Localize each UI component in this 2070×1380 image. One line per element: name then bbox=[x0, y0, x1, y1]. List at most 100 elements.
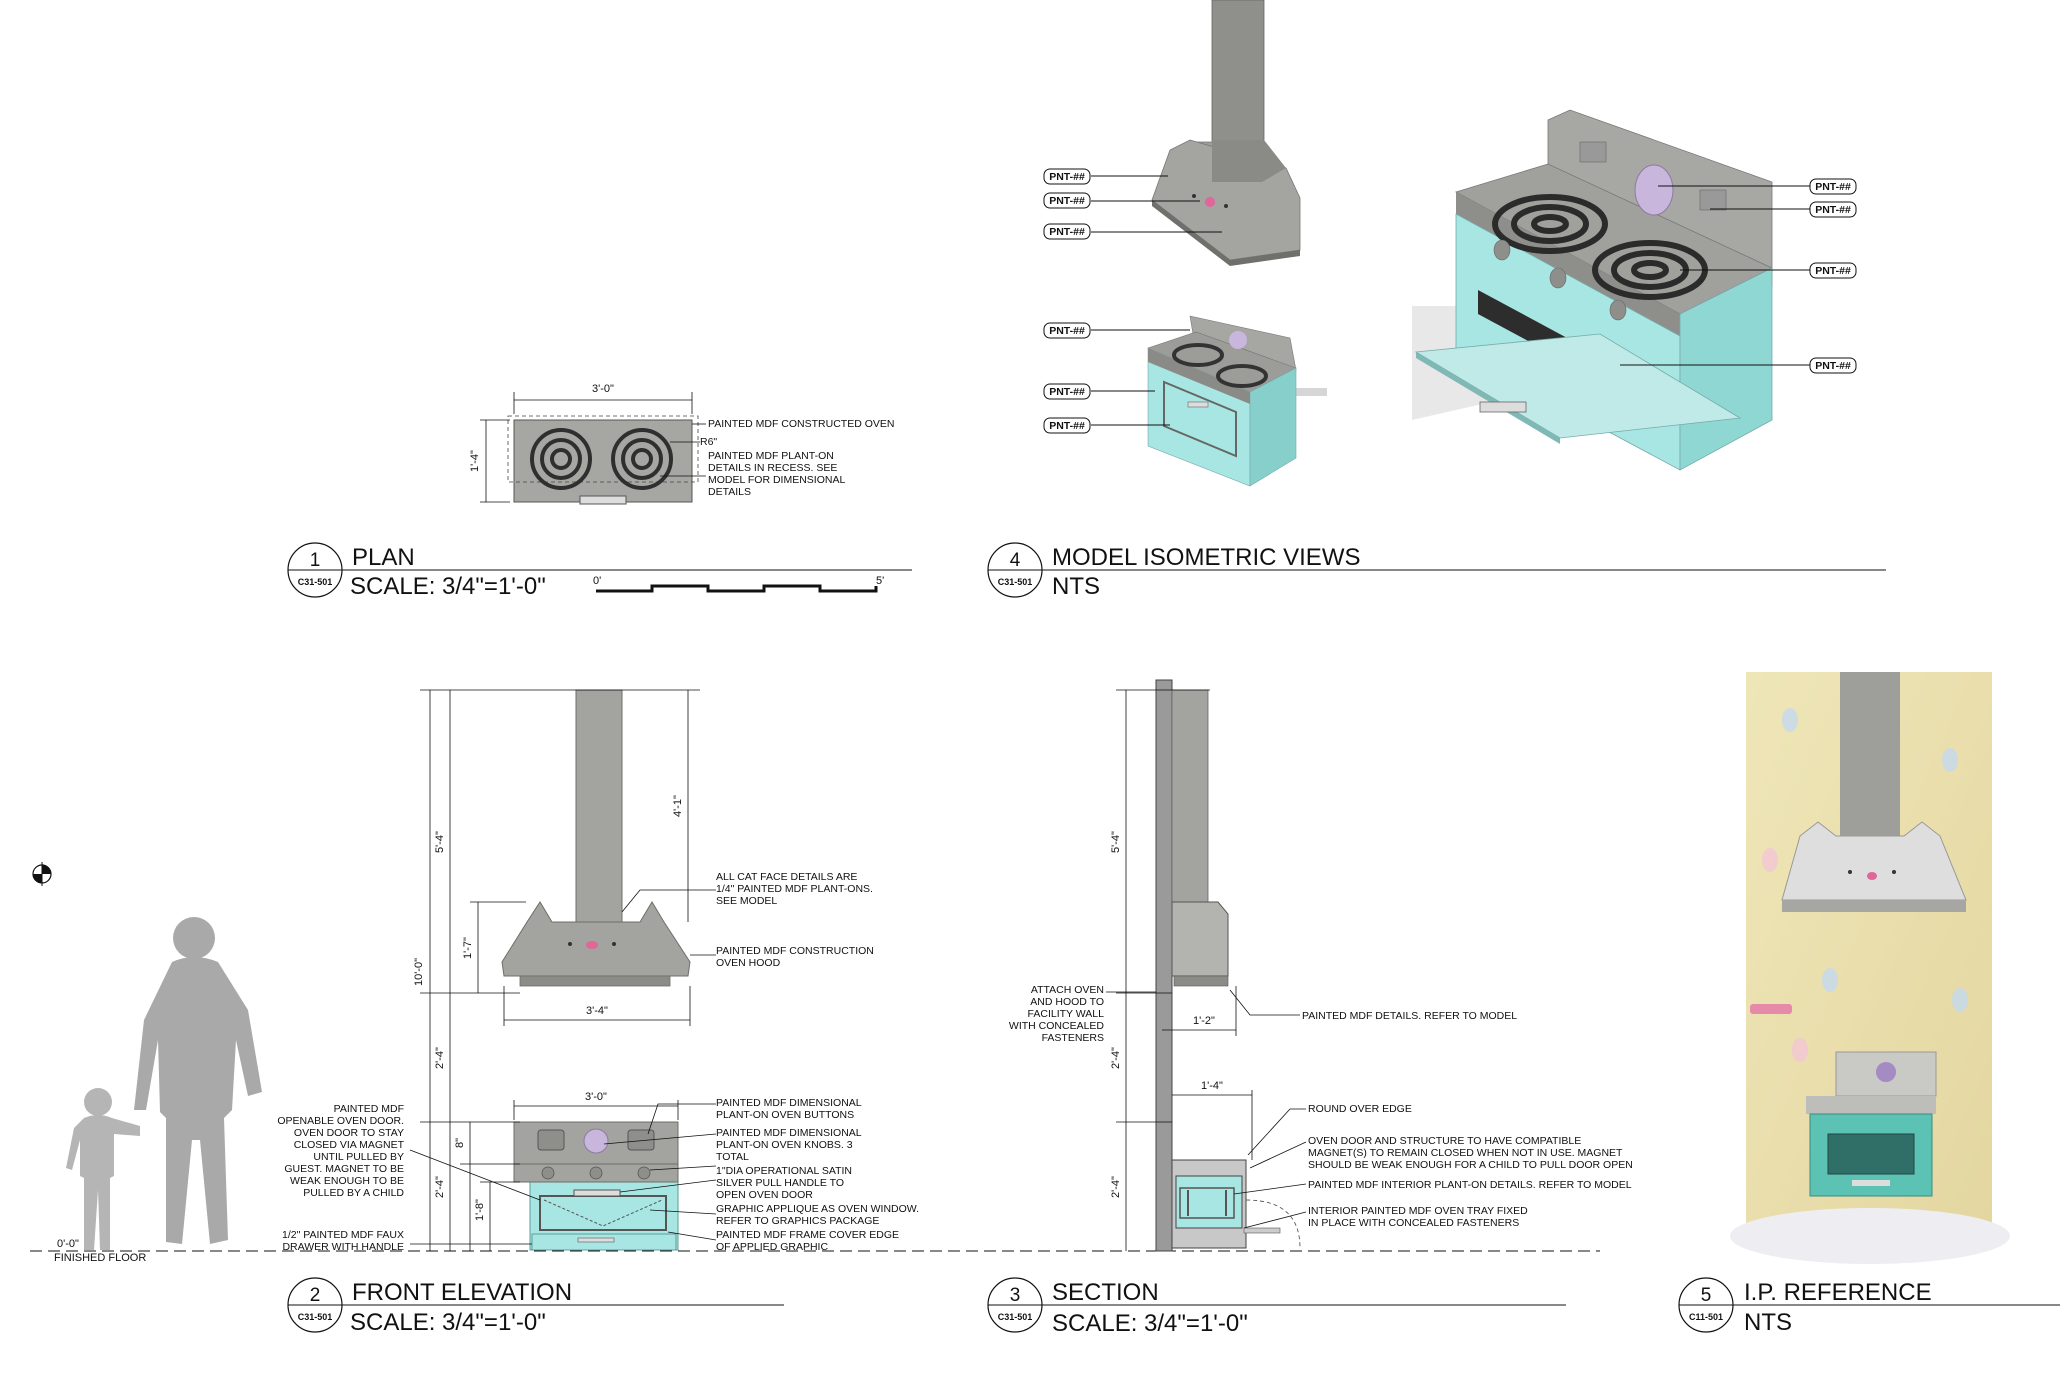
section-note-interior: PAINTED MDF INTERIOR PLANT-ON DETAILS. R… bbox=[1308, 1179, 1632, 1191]
iso-hood bbox=[1151, 0, 1301, 266]
plan-note-3: MODEL FOR DIMENSIONAL bbox=[708, 474, 845, 486]
reference-view-number: 5 bbox=[1701, 1285, 1712, 1306]
elev-scale: SCALE: 3/4"=1'-0" bbox=[350, 1309, 546, 1336]
plan-depth-dim: 1'-4" bbox=[469, 450, 481, 472]
note-cat-1: 1/4" PAINTED MDF PLANT-ONS. bbox=[716, 883, 873, 895]
note-door-5: GUEST. MAGNET TO BE bbox=[284, 1163, 404, 1175]
floor-level: 0'-0" bbox=[57, 1238, 79, 1250]
iso-sheet-ref: C31-501 bbox=[998, 577, 1033, 587]
plan-burner-left bbox=[530, 428, 592, 490]
note-handle-2: OPEN OVEN DOOR bbox=[716, 1189, 813, 1201]
iso-tag-left-6: PNT-## bbox=[1043, 417, 1091, 434]
elev-flue bbox=[575, 689, 623, 923]
plan-view-number: 1 bbox=[310, 550, 321, 571]
tag-text: PNT-## bbox=[1815, 265, 1851, 277]
section-title-block: 3 C31-501 SECTION SCALE: 3/4"=1'-0" bbox=[987, 1277, 1566, 1337]
child-silhouette-icon bbox=[66, 1088, 140, 1250]
plan-title-block: 1 C31-501 PLAN SCALE: 3/4"=1'-0" 0' 5' bbox=[287, 542, 912, 600]
iso-oven-small bbox=[1127, 315, 1327, 488]
floor-label: FINISHED FLOOR bbox=[54, 1252, 146, 1264]
plan-scale-bar: 0' 5' bbox=[593, 575, 884, 593]
iso-leaders bbox=[1091, 175, 1818, 426]
section-dim-base: 2'-4" bbox=[1110, 1176, 1122, 1198]
iso-scale: NTS bbox=[1052, 573, 1100, 600]
iso-tag-right-2: PNT-## bbox=[1809, 201, 1857, 218]
section-note-magnet-2: SHOULD BE WEAK ENOUGH FOR A CHILD TO PUL… bbox=[1308, 1159, 1633, 1171]
section-sheet-ref: C31-501 bbox=[998, 1312, 1033, 1322]
section-note-magnet-0: OVEN DOOR AND STRUCTURE TO HAVE COMPATIB… bbox=[1308, 1135, 1581, 1147]
iso-tag-left-1: PNT-## bbox=[1043, 168, 1091, 185]
note-applique-1: REFER TO GRAPHICS PACKAGE bbox=[716, 1215, 879, 1227]
note-cat-2: SEE MODEL bbox=[716, 895, 777, 907]
elev-leaders bbox=[409, 889, 717, 1245]
section-dim-gap: 2'-4" bbox=[1110, 1047, 1122, 1069]
tag-text: PNT-## bbox=[1815, 181, 1851, 193]
reference-title-block: 5 C11-501 I.P. REFERENCE NTS bbox=[1678, 1277, 2060, 1336]
section-dim-oven: 1'-4" bbox=[1201, 1080, 1223, 1092]
note-hood-0: PAINTED MDF CONSTRUCTION bbox=[716, 945, 874, 957]
elev-title: FRONT ELEVATION bbox=[352, 1279, 572, 1306]
section-note-left-2: FACILITY WALL bbox=[1028, 1008, 1105, 1020]
dim-hood: 1'-7" bbox=[462, 937, 474, 959]
section-dim-hood: 1'-2" bbox=[1193, 1015, 1215, 1027]
tag-text: PNT-## bbox=[1049, 325, 1085, 337]
iso-tag-left-2: PNT-## bbox=[1043, 192, 1091, 209]
iso-oven-large bbox=[1412, 109, 1796, 490]
plan-note-0: PAINTED MDF CONSTRUCTED OVEN bbox=[708, 418, 894, 430]
note-door-4: UNTIL PULLED BY bbox=[313, 1151, 404, 1163]
note-door-0: PAINTED MDF bbox=[334, 1103, 404, 1115]
iso-tag-right-4: PNT-## bbox=[1809, 357, 1857, 374]
note-drawer-1: DRAWER WITH HANDLE bbox=[282, 1241, 404, 1253]
dim-gap: 2'-4" bbox=[434, 1047, 446, 1069]
elev-title-block: 2 C31-501 FRONT ELEVATION SCALE: 3/4"=1'… bbox=[287, 1277, 784, 1336]
note-knobs-2: TOTAL bbox=[716, 1151, 749, 1163]
note-door-2: OVEN DOOR TO STAY bbox=[294, 1127, 404, 1139]
section-note-tray-1: IN PLACE WITH CONCEALED FASTENERS bbox=[1308, 1217, 1519, 1229]
note-door-7: PULLED BY A CHILD bbox=[303, 1187, 404, 1199]
plan-view: 3'-0" 1'-4" R6" PAINTED MDF CONSTRUCTED … bbox=[287, 383, 912, 600]
section-note-left-0: ATTACH OVEN bbox=[1031, 984, 1104, 996]
oven-handle bbox=[573, 1189, 621, 1197]
elev-sheet-ref: C31-501 bbox=[298, 1312, 333, 1322]
dim-front: 2'-4" bbox=[434, 1176, 446, 1198]
section-note-round: ROUND OVER EDGE bbox=[1308, 1103, 1412, 1115]
oven-clock bbox=[583, 1128, 609, 1154]
cat-face bbox=[568, 941, 616, 949]
plan-radius-dim: R6" bbox=[700, 436, 717, 448]
note-handle-1: SILVER PULL HANDLE TO bbox=[716, 1177, 844, 1189]
plan-burner-right bbox=[611, 428, 673, 490]
tag-text: PNT-## bbox=[1049, 420, 1085, 432]
note-buttons-1: PLANT-ON OVEN BUTTONS bbox=[716, 1109, 854, 1121]
tag-text: PNT-## bbox=[1049, 226, 1085, 238]
section-wall bbox=[1155, 679, 1173, 1252]
plan-recess bbox=[507, 415, 699, 483]
person-silhouette-icon bbox=[134, 917, 262, 1244]
scale-bar-start: 0' bbox=[593, 575, 601, 587]
section-note-left-1: AND HOOD TO bbox=[1030, 996, 1104, 1008]
note-cat-0: ALL CAT FACE DETAILS ARE bbox=[716, 871, 857, 883]
iso-title-block: 4 C31-501 MODEL ISOMETRIC VIEWS NTS bbox=[987, 542, 1886, 600]
dim-total: 10'-0" bbox=[413, 958, 425, 986]
reference-title: I.P. REFERENCE bbox=[1744, 1279, 1932, 1306]
note-drawer-0: 1/2" PAINTED MDF FAUX bbox=[282, 1229, 404, 1241]
note-applique-0: GRAPHIC APPLIQUE AS OVEN WINDOW. bbox=[716, 1203, 919, 1215]
tag-text: PNT-## bbox=[1815, 204, 1851, 216]
plan-sheet-ref: C31-501 bbox=[298, 577, 333, 587]
reference-view: 5 C11-501 I.P. REFERENCE NTS bbox=[1678, 672, 2060, 1336]
section-dimension-lines bbox=[1116, 689, 1253, 1251]
section-leaders bbox=[1106, 989, 1307, 1229]
dim-hood-width: 3'-4" bbox=[586, 1005, 608, 1017]
note-buttons-0: PAINTED MDF DIMENSIONAL bbox=[716, 1097, 862, 1109]
section-note-left-4: FASTENERS bbox=[1042, 1032, 1104, 1044]
tag-text: PNT-## bbox=[1815, 360, 1851, 372]
section-note-left-3: WITH CONCEALED bbox=[1009, 1020, 1105, 1032]
section-scale: SCALE: 3/4"=1'-0" bbox=[1052, 1310, 1248, 1337]
note-hood-1: OVEN HOOD bbox=[716, 957, 781, 969]
section-hood bbox=[1171, 901, 1229, 977]
dim-upper: 5'-4" bbox=[434, 831, 446, 853]
compass-north-icon bbox=[32, 862, 52, 886]
iso-view-number: 4 bbox=[1010, 550, 1021, 571]
dim-oven-width: 3'-0" bbox=[585, 1091, 607, 1103]
scale-bar-end: 5' bbox=[876, 575, 884, 587]
